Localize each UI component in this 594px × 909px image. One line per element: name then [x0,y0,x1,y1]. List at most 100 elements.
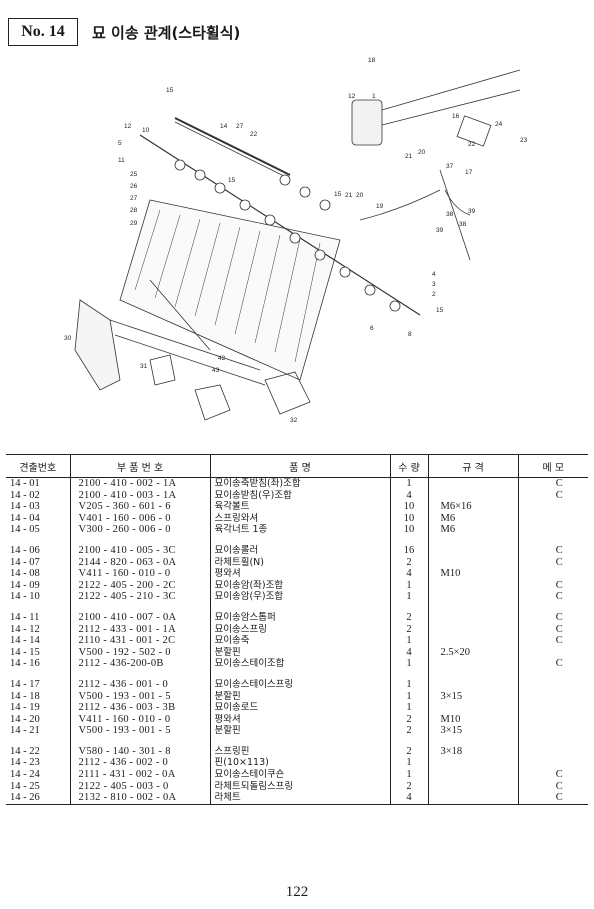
table-group-gap [6,535,588,545]
svg-text:15: 15 [228,177,236,184]
cell-spec: M6 [427,512,518,525]
cell-memo [517,646,588,659]
col-header-part-number: 부 품 번 호 [69,454,210,478]
svg-text:27: 27 [236,123,244,130]
svg-text:23: 23 [520,137,528,144]
svg-text:28: 28 [130,207,138,214]
cell-part-name: 분할핀 [209,690,390,703]
cell-spec: M6×16 [427,501,518,513]
col-header-memo: 메 모 [517,454,588,478]
cell-memo [517,713,588,726]
cell-quantity: 4 [389,568,428,580]
cell-part-number: V500 - 193 - 001 - 5 [69,690,210,703]
cell-part-name: 평와셔 [209,713,390,726]
cell-part-name: 분할핀 [209,646,390,659]
cell-part-number: V300 - 260 - 006 - 0 [69,524,210,536]
cell-ref: 14 - 07 [10,556,40,568]
cell-memo: C [517,611,588,624]
cell-spec [427,678,518,691]
cell-part-name: 스프링핀 [209,745,390,758]
cell-memo [517,568,588,580]
cell-ref: 14 - 15 [10,646,40,658]
cell-quantity: 1 [389,635,428,647]
cell-part-name: 핀(10×113) [209,757,390,770]
col-header-part-name: 품 명 [209,454,390,478]
cell-ref: 14 - 06 [10,544,40,556]
cell-memo: C [517,591,588,603]
cell-ref: 14 - 18 [10,690,40,702]
cell-quantity: 2 [389,556,428,569]
col-header-quantity: 수 량 [389,454,428,478]
svg-text:22: 22 [468,141,476,148]
cell-ref: 14 - 21 [10,725,40,737]
svg-text:37: 37 [446,163,454,170]
cell-spec [427,544,518,557]
svg-text:27: 27 [130,195,138,202]
cell-part-name: 분할핀 [209,725,390,737]
svg-text:1: 1 [372,93,376,100]
cell-ref: 14 - 20 [10,713,40,725]
cell-part-name: 평와셔 [209,568,390,580]
cell-quantity: 1 [389,658,428,670]
cell-spec [427,658,518,670]
cell-memo: C [517,658,588,670]
cell-part-number: V500 - 193 - 001 - 5 [69,725,210,737]
cell-memo [517,512,588,525]
col-header-spec: 규 격 [427,454,518,478]
cell-part-number: 2100 - 410 - 003 - 1A [69,489,210,502]
cell-memo: C [517,489,588,502]
cell-part-name: 묘이송받침(우)조합 [209,489,390,502]
cell-spec: M10 [427,713,518,726]
table-group-gap [6,669,588,679]
cell-part-number: 2122 - 405 - 200 - 2C [69,579,210,592]
cell-part-name: 묘이송스테이스프링 [209,678,390,691]
table-group-gap [6,602,588,612]
cell-part-number: 2110 - 431 - 001 - 2C [69,635,210,647]
svg-text:30: 30 [64,335,72,342]
cell-memo [517,678,588,691]
cell-quantity: 1 [389,702,428,714]
cell-spec: M10 [427,568,518,580]
cell-spec: 3×15 [427,725,518,737]
svg-text:14: 14 [220,123,228,130]
svg-text:11: 11 [118,157,125,164]
cell-spec [427,702,518,714]
table-group-gap [6,736,588,746]
cell-part-number: 2100 - 410 - 005 - 3C [69,544,210,557]
cell-ref: 14 - 22 [10,745,40,757]
svg-text:31: 31 [140,363,148,370]
cell-part-number: 2111 - 431 - 002 - 0A [69,769,210,781]
cell-memo: C [517,780,588,793]
svg-text:20: 20 [418,149,426,156]
cell-ref: 14 - 14 [10,635,40,647]
svg-text:19: 19 [376,203,384,210]
cell-ref: 14 - 05 [10,524,40,536]
cell-part-name: 스프링와셔 [209,512,390,525]
cell-part-number: 2112 - 436-200-0B [69,658,210,670]
svg-text:29: 29 [130,220,138,227]
svg-text:5: 5 [118,140,122,147]
cell-part-number: 2144 - 820 - 063 - 0A [69,556,210,569]
svg-text:22: 22 [250,131,258,138]
cell-part-name: 묘이송축받침(좌)조합 [209,477,390,490]
cell-part-number: V205 - 360 - 601 - 6 [69,501,210,513]
cell-quantity: 1 [389,678,428,691]
cell-spec [427,769,518,781]
svg-text:32: 32 [290,417,298,424]
cell-part-number: V580 - 140 - 301 - 8 [69,745,210,758]
cell-spec [427,611,518,624]
page-number: 122 [285,884,309,900]
